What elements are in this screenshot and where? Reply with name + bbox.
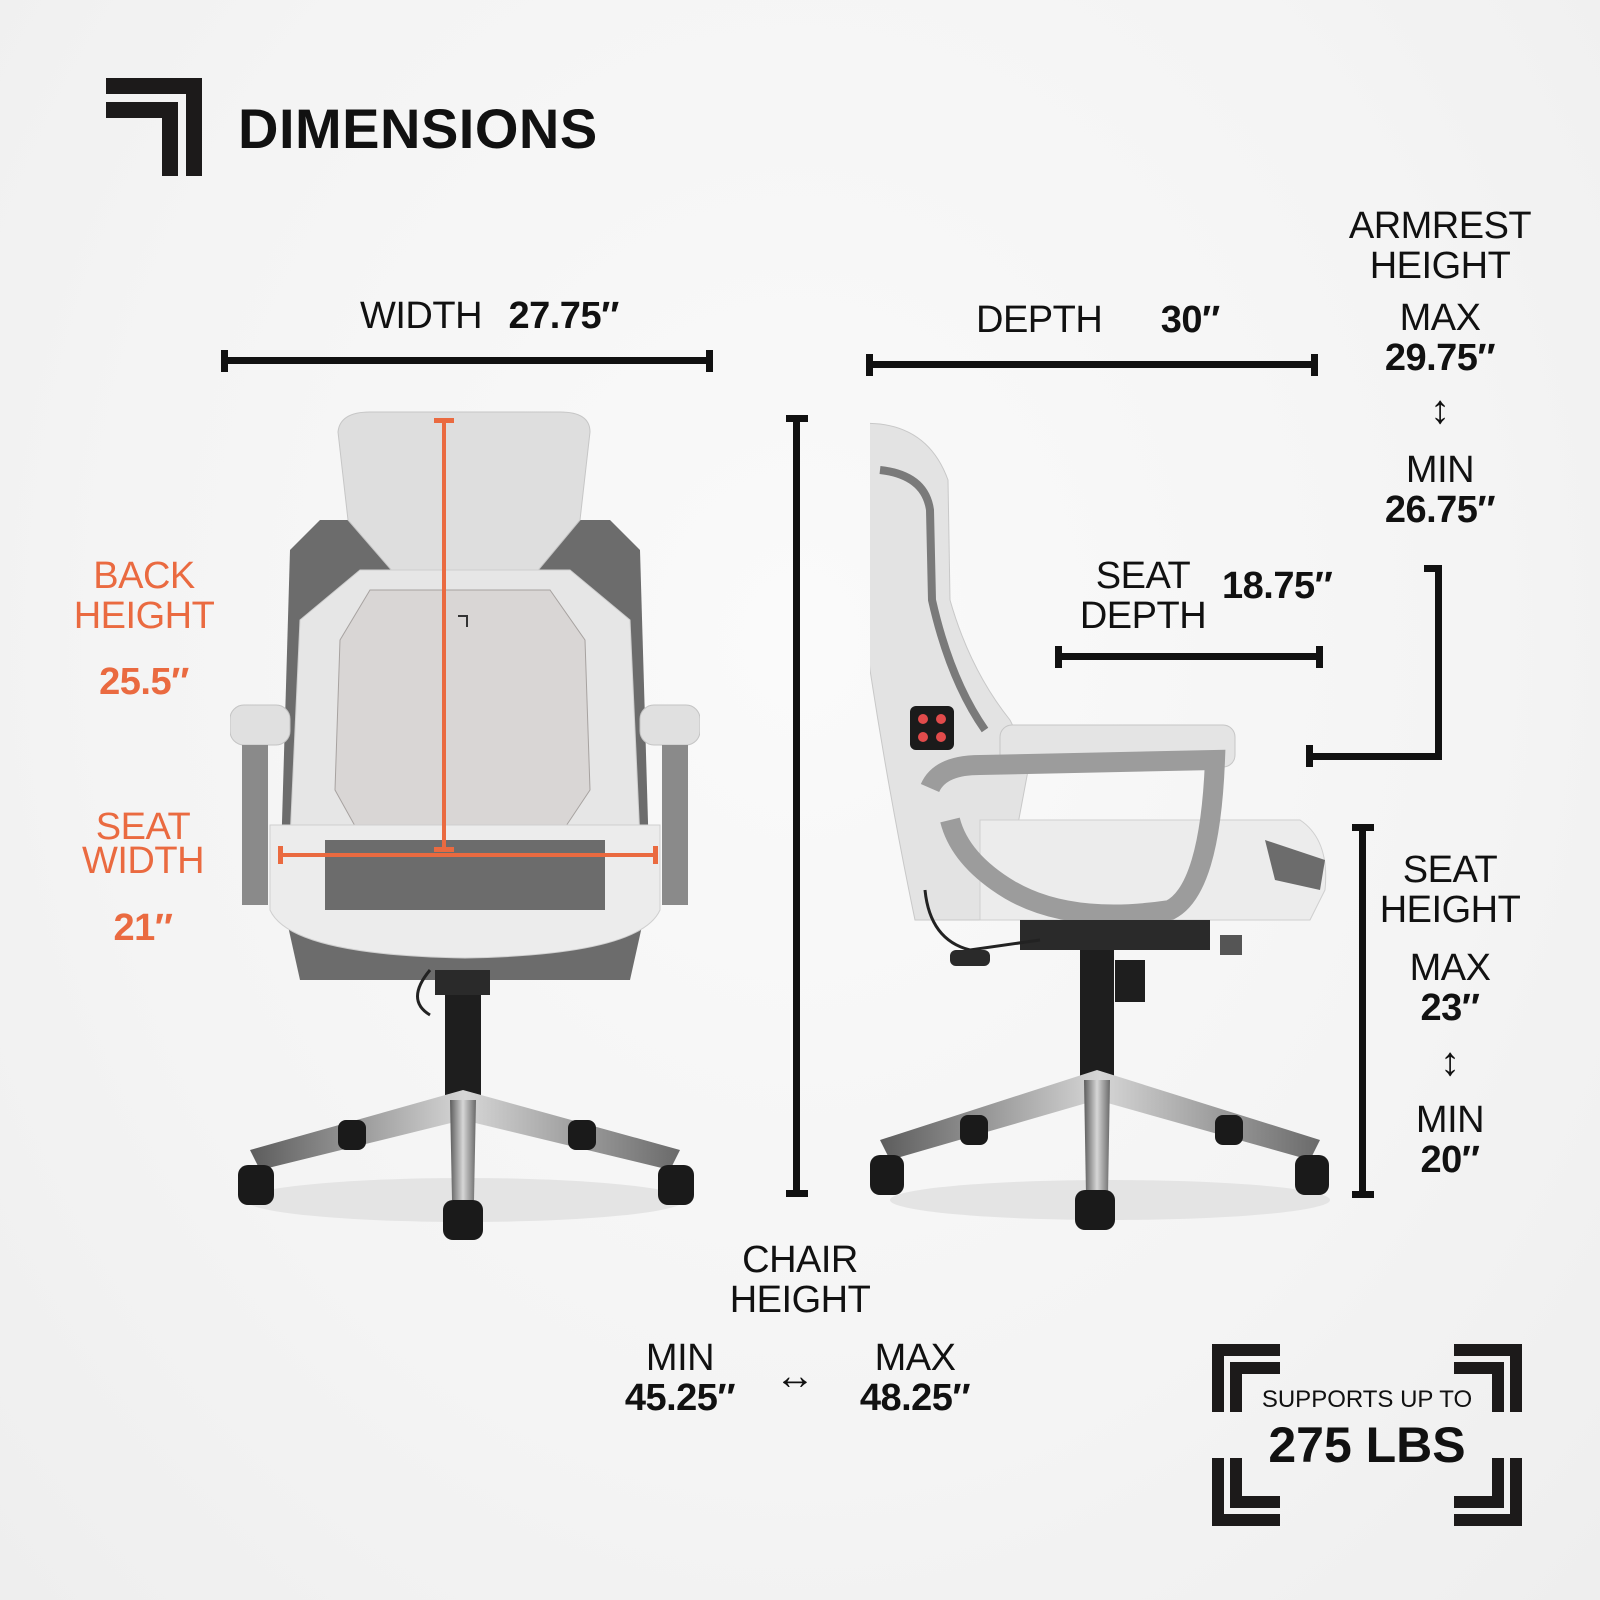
seat-width-group: SEAT WIDTH 21″ (58, 806, 228, 949)
corner-bracket-icon (1212, 1344, 1280, 1412)
capacity-badge: SUPPORTS UP TO 275 LBS (1212, 1344, 1522, 1526)
width-label-group: WIDTH 27.75″ (360, 296, 619, 336)
vertical-double-arrow-icon: ↕ (1430, 388, 1450, 432)
seat-width-label-line2: WIDTH (81, 840, 205, 882)
seat-height-dimension-line (1352, 824, 1374, 1198)
seat-height-max-label: MAX (1409, 947, 1491, 989)
seat-height-label-line2: HEIGHT (1379, 889, 1521, 931)
back-height-group: BACK HEIGHT 25.5″ (60, 556, 228, 702)
armrest-height-bracket (1306, 565, 1442, 767)
seat-depth-label-line2: DEPTH (1079, 595, 1207, 637)
capacity-line2: 275 LBS (1268, 1417, 1466, 1473)
chair-height-min-value: 45.25″ (624, 1377, 736, 1419)
depth-label: DEPTH (976, 299, 1103, 341)
capacity-line1: SUPPORTS UP TO (1261, 1386, 1473, 1413)
depth-value: 30″ (1160, 299, 1220, 341)
seat-depth-label: SEAT DEPTH (1068, 556, 1218, 636)
seat-depth-value: 18.75″ (1222, 565, 1333, 607)
armrest-height-group: ARMREST HEIGHT MAX 29.75″ ↕ MIN 26.75″ (1340, 206, 1540, 530)
seat-height-max-value: 23″ (1420, 987, 1480, 1029)
chair-height-max-value: 48.25″ (859, 1377, 971, 1419)
back-height-label-line2: HEIGHT (73, 595, 215, 637)
seat-height-min-label: MIN (1415, 1099, 1485, 1141)
seat-depth-dimension-line (1055, 646, 1323, 668)
seat-height-group: SEAT HEIGHT MAX 23″ ↕ MIN 20″ (1372, 850, 1528, 1180)
chair-height-min-label: MIN (645, 1337, 715, 1379)
seat-width-value: 21″ (113, 907, 173, 949)
depth-dimension-line (866, 354, 1318, 376)
seat-width-label-line1: SEAT (95, 806, 191, 848)
chair-height-label-line1: CHAIR (742, 1239, 858, 1281)
depth-label-group: DEPTH 30″ (976, 300, 1220, 340)
armrest-min-value: 26.75″ (1384, 489, 1496, 531)
corner-bracket-icon (1212, 1458, 1280, 1526)
back-height-value: 25.5″ (99, 661, 189, 703)
armrest-max-label: MAX (1399, 297, 1481, 339)
width-label: WIDTH (360, 295, 483, 337)
vertical-double-arrow-icon: ↕ (1440, 1040, 1460, 1084)
chair-height-max-group: MAX 48.25″ (830, 1338, 1000, 1418)
back-height-label-line1: BACK (93, 555, 195, 597)
armrest-height-label-line2: HEIGHT (1369, 245, 1511, 287)
seat-depth-label-line1: SEAT (1095, 555, 1191, 597)
chair-front-view-image (230, 410, 700, 1240)
horizontal-double-arrow-icon: ↔ (775, 1354, 815, 1398)
page-title: DIMENSIONS (238, 97, 598, 160)
chair-height-min-group: MIN 45.25″ (600, 1338, 760, 1418)
corner-bracket-icon (1454, 1344, 1522, 1412)
seat-height-label-line1: SEAT (1402, 849, 1498, 891)
chair-height-max-label: MAX (874, 1337, 956, 1379)
chair-height-label: CHAIR HEIGHT (700, 1240, 900, 1320)
armrest-height-label-line1: ARMREST (1348, 205, 1532, 247)
width-dimension-line (221, 350, 713, 372)
chair-height-label-line2: HEIGHT (729, 1279, 871, 1321)
corner-bracket-icon (1454, 1458, 1522, 1526)
back-height-measure-line (434, 418, 454, 852)
brand-corner-logo-icon (106, 78, 202, 176)
chair-side-view-image (870, 420, 1340, 1240)
seat-height-min-value: 20″ (1420, 1139, 1480, 1181)
chair-height-dimension-line (786, 415, 808, 1197)
seat-width-measure-line (278, 846, 658, 864)
armrest-max-value: 29.75″ (1384, 337, 1496, 379)
armrest-min-label: MIN (1405, 449, 1475, 491)
width-value: 27.75″ (508, 295, 619, 337)
